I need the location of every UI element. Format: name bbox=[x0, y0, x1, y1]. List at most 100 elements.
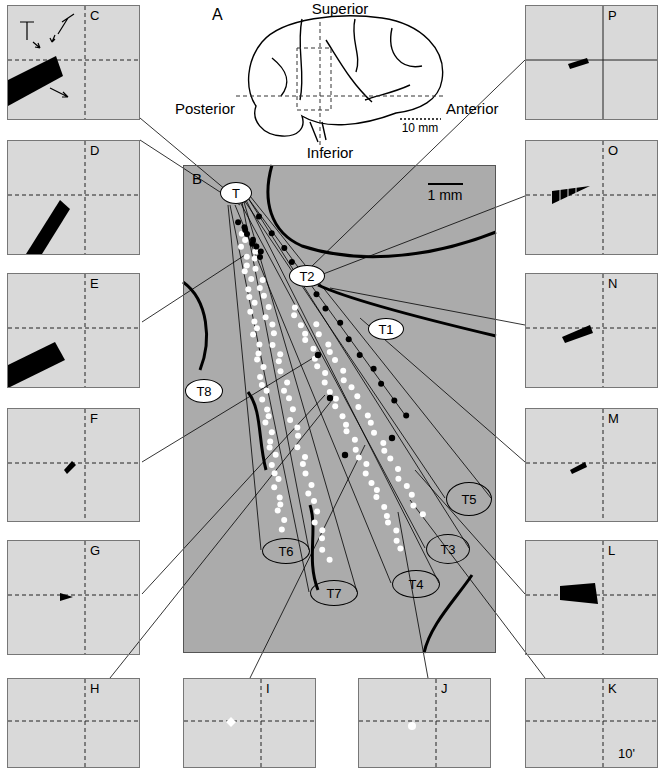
site-dot bbox=[281, 245, 287, 251]
field-panel: P bbox=[525, 5, 658, 120]
site-dot bbox=[256, 214, 262, 220]
track-label: T2 bbox=[299, 269, 314, 284]
site-dot bbox=[242, 268, 248, 274]
site-dot bbox=[343, 422, 349, 428]
site-dot bbox=[314, 509, 320, 515]
site-dot bbox=[316, 331, 322, 337]
site-dot bbox=[356, 454, 362, 460]
track-ellipse: T bbox=[220, 182, 252, 204]
panel-letter: P bbox=[608, 8, 617, 23]
track-ellipse: T2 bbox=[289, 265, 325, 287]
site-dot bbox=[257, 254, 263, 260]
site-dot bbox=[276, 358, 282, 364]
site-dot bbox=[245, 286, 251, 292]
site-dot bbox=[256, 351, 262, 357]
panel-ground bbox=[358, 678, 491, 768]
crosshair bbox=[85, 141, 86, 254]
site-dot bbox=[261, 364, 267, 370]
panel-ground bbox=[525, 273, 658, 388]
track-ellipse: T3 bbox=[426, 534, 470, 564]
site-dot bbox=[363, 470, 369, 476]
site-dot bbox=[257, 285, 263, 291]
site-dot bbox=[258, 248, 264, 254]
region-ground bbox=[183, 165, 496, 653]
crosshair bbox=[261, 679, 262, 767]
site-dot bbox=[238, 244, 244, 250]
sulcus-line bbox=[183, 165, 496, 653]
field-panel: F bbox=[7, 408, 140, 522]
site-dot bbox=[256, 342, 262, 348]
panel-letter: O bbox=[608, 143, 618, 158]
crosshair bbox=[184, 721, 315, 722]
site-dot bbox=[252, 256, 258, 262]
track-ellipse: T5 bbox=[446, 482, 492, 516]
site-dot bbox=[311, 498, 317, 504]
site-dot bbox=[252, 300, 258, 306]
crosshair bbox=[526, 60, 657, 61]
field-panel: J bbox=[358, 678, 491, 768]
site-dot bbox=[397, 546, 403, 552]
site-dot bbox=[266, 413, 272, 419]
stimulus-bar bbox=[8, 56, 598, 604]
scale-label: 10 mm bbox=[402, 121, 439, 135]
site-dot bbox=[276, 476, 282, 482]
site-dot bbox=[365, 413, 371, 419]
panel-letter: N bbox=[608, 276, 617, 291]
site-dot bbox=[381, 448, 387, 454]
site-dot bbox=[275, 508, 281, 514]
site-dot bbox=[264, 388, 270, 394]
crosshair bbox=[526, 721, 657, 722]
site-dot bbox=[371, 366, 377, 372]
crosshair bbox=[603, 541, 604, 654]
panel-ground bbox=[7, 408, 140, 522]
site-dot bbox=[279, 527, 285, 533]
panel-letter: D bbox=[90, 143, 99, 158]
site-dot bbox=[387, 456, 393, 462]
site-dot bbox=[250, 332, 256, 338]
site-dot bbox=[368, 420, 374, 426]
site-dot bbox=[373, 494, 379, 500]
site-dot bbox=[271, 484, 277, 490]
site-dot bbox=[266, 304, 272, 310]
site-dot bbox=[272, 470, 278, 476]
panel-letter: L bbox=[608, 543, 615, 558]
track-label: T7 bbox=[326, 586, 341, 601]
track-label: T1 bbox=[378, 322, 393, 337]
site-dot bbox=[319, 527, 325, 533]
site-dot bbox=[409, 492, 415, 498]
site-dot bbox=[384, 513, 390, 519]
site-dot bbox=[289, 259, 295, 265]
field-panel: K bbox=[525, 678, 658, 768]
crosshair bbox=[603, 274, 604, 387]
site-dot bbox=[420, 511, 426, 517]
site-dot bbox=[295, 433, 301, 439]
crosshair bbox=[603, 6, 604, 119]
site-dot bbox=[262, 420, 268, 426]
track-label: T6 bbox=[278, 544, 293, 559]
scale-label: 10' bbox=[618, 746, 635, 761]
site-dot bbox=[381, 504, 387, 510]
panel-ground bbox=[525, 678, 658, 768]
site-dot bbox=[309, 482, 315, 488]
track-ellipse: T7 bbox=[310, 580, 358, 606]
crosshair bbox=[526, 195, 657, 196]
track-ellipse: T8 bbox=[185, 379, 223, 403]
panel-letter: K bbox=[608, 681, 617, 696]
tool-icon bbox=[20, 14, 74, 97]
track-cone bbox=[228, 196, 491, 592]
site-dot bbox=[253, 266, 259, 272]
stimulus-stripes bbox=[560, 187, 576, 201]
crosshair bbox=[359, 721, 490, 722]
site-dot bbox=[310, 346, 316, 352]
panel-ground bbox=[7, 140, 140, 255]
site-dot bbox=[374, 487, 380, 493]
site-dot bbox=[269, 230, 275, 236]
crosshair bbox=[526, 328, 657, 329]
panel-letter: H bbox=[90, 681, 99, 696]
site-dot bbox=[391, 398, 397, 404]
crosshair bbox=[85, 541, 86, 654]
site-dot bbox=[244, 254, 250, 260]
site-dot bbox=[325, 342, 331, 348]
scale-bar bbox=[428, 183, 463, 185]
site-dot bbox=[327, 395, 333, 401]
